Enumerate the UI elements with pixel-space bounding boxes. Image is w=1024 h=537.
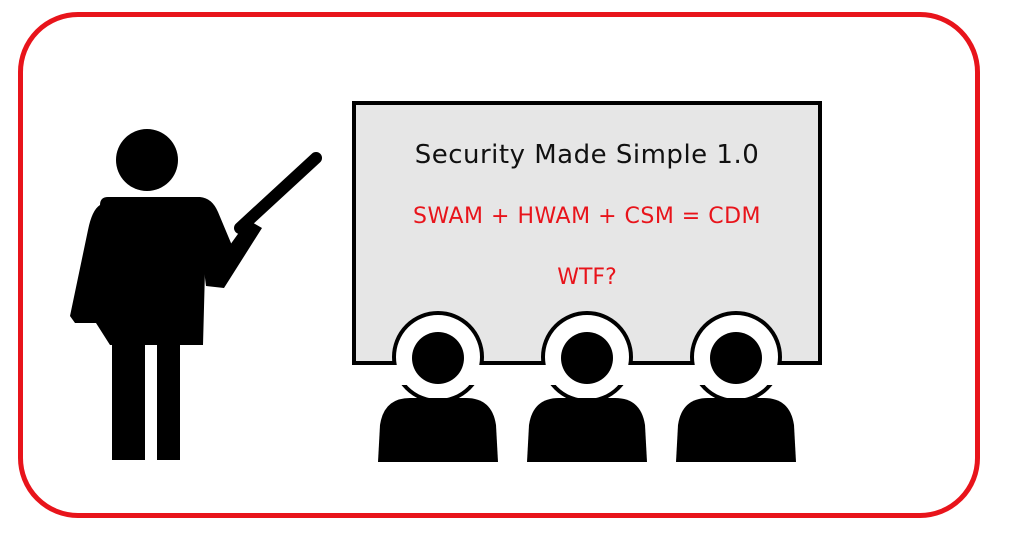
presenter-icon [70, 129, 262, 460]
screen-question: WTF? [557, 265, 617, 290]
audience-member-icon [676, 311, 796, 462]
screen-equation: SWAM + HWAM + CSM = CDM [412, 204, 762, 229]
audience-member-icon [378, 311, 498, 462]
screen-title: Security Made Simple 1.0 [414, 140, 760, 170]
audience-member-icon [527, 311, 647, 462]
pointer-stick-icon [234, 152, 322, 234]
rounded-frame [18, 12, 980, 518]
